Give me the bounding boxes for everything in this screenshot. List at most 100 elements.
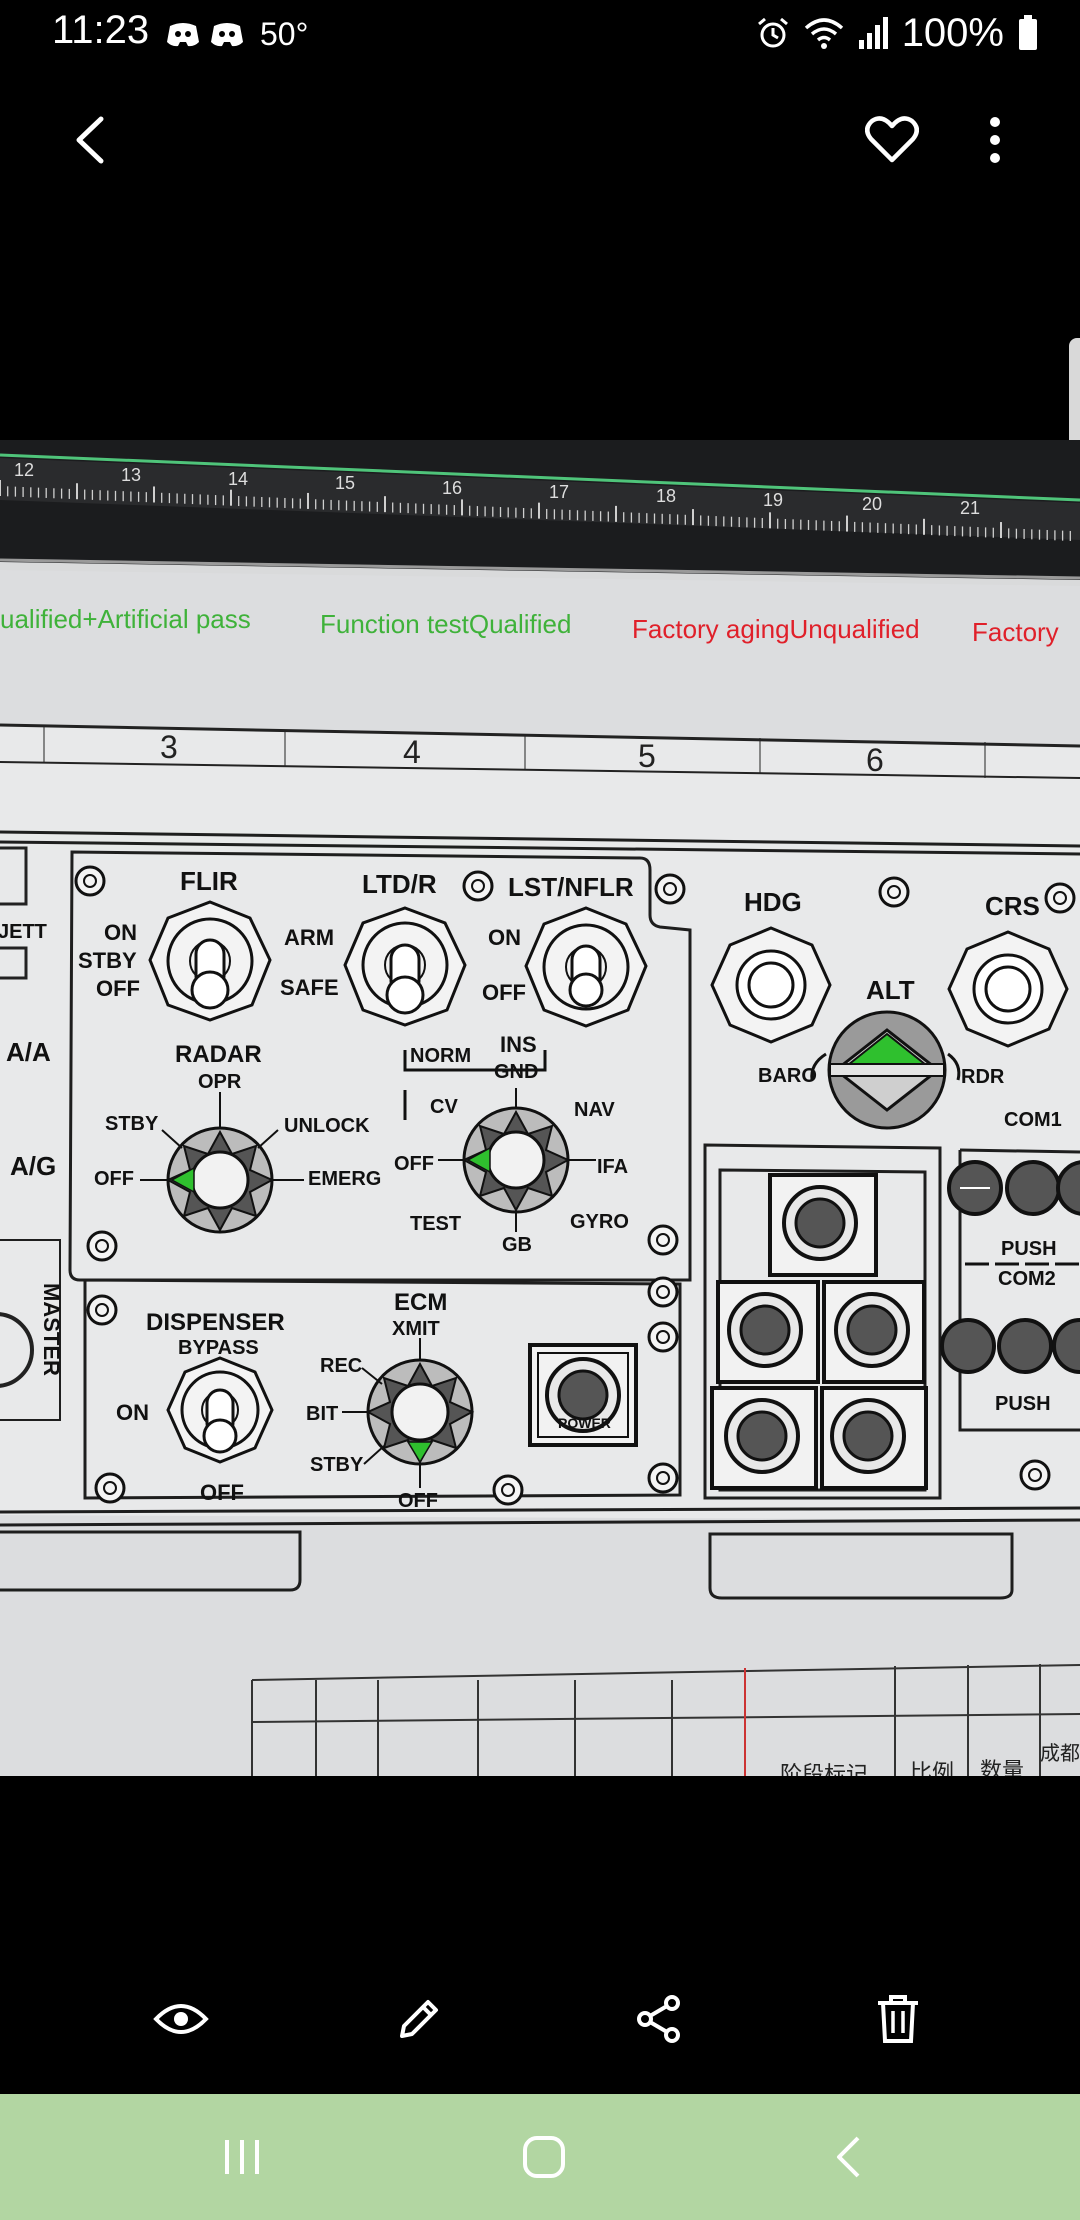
alt-label: ALT bbox=[866, 975, 915, 1005]
power-button[interactable] bbox=[528, 1343, 638, 1447]
ruler-label: 20 bbox=[862, 494, 882, 514]
ruler-top-line bbox=[0, 453, 1080, 502]
home-button[interactable] bbox=[504, 2122, 584, 2192]
delete-button[interactable] bbox=[868, 1989, 928, 2049]
home-icon bbox=[523, 2136, 565, 2178]
flir-off-label: OFF bbox=[96, 976, 140, 1001]
dispenser-toggle-switch[interactable] bbox=[166, 1356, 274, 1464]
panel-screw-center bbox=[656, 1330, 670, 1344]
com2-label: COM2 bbox=[998, 1268, 1056, 1290]
ins-off-label: OFF bbox=[394, 1153, 434, 1175]
back-button[interactable] bbox=[60, 110, 120, 170]
panel-screw-center bbox=[656, 1285, 670, 1299]
panel-screw bbox=[492, 1474, 524, 1506]
ruler-ticks bbox=[0, 480, 1071, 541]
ins-label: INS bbox=[500, 1032, 537, 1057]
jett-box bbox=[0, 846, 28, 906]
panel-screw-center bbox=[887, 885, 901, 899]
safe-label: SAFE bbox=[280, 975, 339, 1000]
separator-line bbox=[0, 558, 1080, 580]
battery-percent: 100% bbox=[901, 10, 1004, 55]
lstnflr-label: LST/NFLR bbox=[508, 872, 634, 902]
panel-screws bbox=[74, 865, 1076, 1506]
rdr-label: RDR bbox=[961, 1066, 1005, 1088]
panel-screw-center bbox=[656, 1233, 670, 1247]
panel-screw-center bbox=[656, 1471, 670, 1485]
flir-on-label: ON bbox=[104, 920, 137, 945]
ruler-label: 14 bbox=[228, 469, 248, 489]
alt-selector-switch[interactable] bbox=[810, 1010, 961, 1130]
edit-button[interactable] bbox=[389, 1989, 449, 2049]
panel-screw bbox=[878, 876, 910, 908]
panel-screw bbox=[647, 1321, 679, 1353]
push-button-grid[interactable] bbox=[710, 1173, 928, 1490]
ruler-label: 18 bbox=[656, 486, 676, 506]
more-vert-icon bbox=[990, 117, 1000, 163]
viewer-toolbar bbox=[0, 90, 1080, 180]
dispenser-label: DISPENSER bbox=[146, 1309, 285, 1336]
pencil-icon bbox=[400, 2000, 438, 2038]
quantity-label: 数量 bbox=[980, 1758, 1024, 1776]
grid-number: 3 bbox=[160, 729, 178, 765]
master-knob[interactable] bbox=[0, 1312, 34, 1388]
ltdr-label: LTD/R bbox=[362, 869, 437, 899]
panel-screw-center bbox=[501, 1483, 515, 1497]
photo-content[interactable]: 12 13 14 15 16 17 18 19 20 21 ualified+A… bbox=[0, 440, 1080, 1776]
nav-back-button[interactable] bbox=[808, 2122, 888, 2192]
ins-rotary-knob[interactable] bbox=[438, 1088, 596, 1232]
opr-label: OPR bbox=[198, 1071, 242, 1093]
norm-label: NORM bbox=[410, 1045, 471, 1067]
panel-screw bbox=[462, 870, 494, 902]
ecm-rotary-knob[interactable] bbox=[342, 1338, 475, 1488]
panel-screw bbox=[86, 1294, 118, 1326]
ruler-label: 12 bbox=[14, 460, 34, 480]
stage-mark-label: 阶段标记 bbox=[780, 1762, 868, 1776]
alarm-icon bbox=[757, 17, 788, 48]
lstnflr-toggle-switch[interactable] bbox=[524, 906, 648, 1028]
test-label: TEST bbox=[410, 1213, 461, 1235]
gb-label: GB bbox=[502, 1234, 532, 1256]
com1-knobs[interactable] bbox=[947, 1160, 1080, 1216]
system-nav-bar bbox=[0, 2094, 1080, 2220]
com2-knobs[interactable] bbox=[940, 1318, 1080, 1374]
flir-toggle-switch[interactable] bbox=[148, 900, 272, 1022]
rec-label: REC bbox=[320, 1355, 362, 1377]
photo-actions bbox=[0, 1975, 1080, 2063]
com2-push-label: PUSH bbox=[995, 1393, 1051, 1415]
power-label: POWER bbox=[558, 1415, 611, 1431]
panel-screw bbox=[1044, 882, 1076, 914]
ruler-label: 17 bbox=[549, 482, 569, 502]
wifi-icon bbox=[804, 18, 843, 49]
more-options-button[interactable] bbox=[970, 108, 1020, 172]
recents-button[interactable] bbox=[202, 2122, 282, 2192]
ltdr-toggle-switch[interactable] bbox=[343, 906, 467, 1027]
share-button[interactable] bbox=[629, 1989, 689, 2049]
battery-icon bbox=[1019, 15, 1037, 50]
lst-off-label: OFF bbox=[482, 980, 526, 1005]
ecm-stby-label: STBY bbox=[310, 1454, 364, 1476]
panel-screw-center bbox=[1028, 1468, 1042, 1482]
xmit-label: XMIT bbox=[392, 1318, 440, 1340]
crs-knob[interactable] bbox=[947, 930, 1069, 1048]
radar-label: RADAR bbox=[175, 1041, 262, 1068]
signal-icon bbox=[858, 17, 888, 49]
hdg-knob[interactable] bbox=[710, 926, 832, 1044]
temperature: 50° bbox=[260, 15, 309, 52]
grid-number: 6 bbox=[866, 742, 884, 778]
crs-label: CRS bbox=[985, 891, 1040, 921]
ruler-label: 13 bbox=[121, 465, 141, 485]
favorite-button[interactable] bbox=[860, 108, 924, 172]
details-button[interactable] bbox=[151, 1989, 211, 2049]
ruler-label: 15 bbox=[335, 473, 355, 493]
aa-label: A/A bbox=[6, 1037, 51, 1067]
dispenser-off-label: OFF bbox=[200, 1480, 244, 1505]
nav-label: NAV bbox=[574, 1099, 615, 1121]
panel-screw-center bbox=[471, 879, 485, 893]
radar-rotary-knob[interactable] bbox=[140, 1092, 304, 1234]
ecm-label: ECM bbox=[394, 1289, 447, 1316]
scale-label: 比例 bbox=[910, 1760, 954, 1776]
system-icons: 100% bbox=[756, 10, 1038, 56]
ruler-label: 21 bbox=[960, 498, 980, 518]
panel-screw-center bbox=[103, 1481, 117, 1495]
panel-screw bbox=[74, 865, 106, 897]
